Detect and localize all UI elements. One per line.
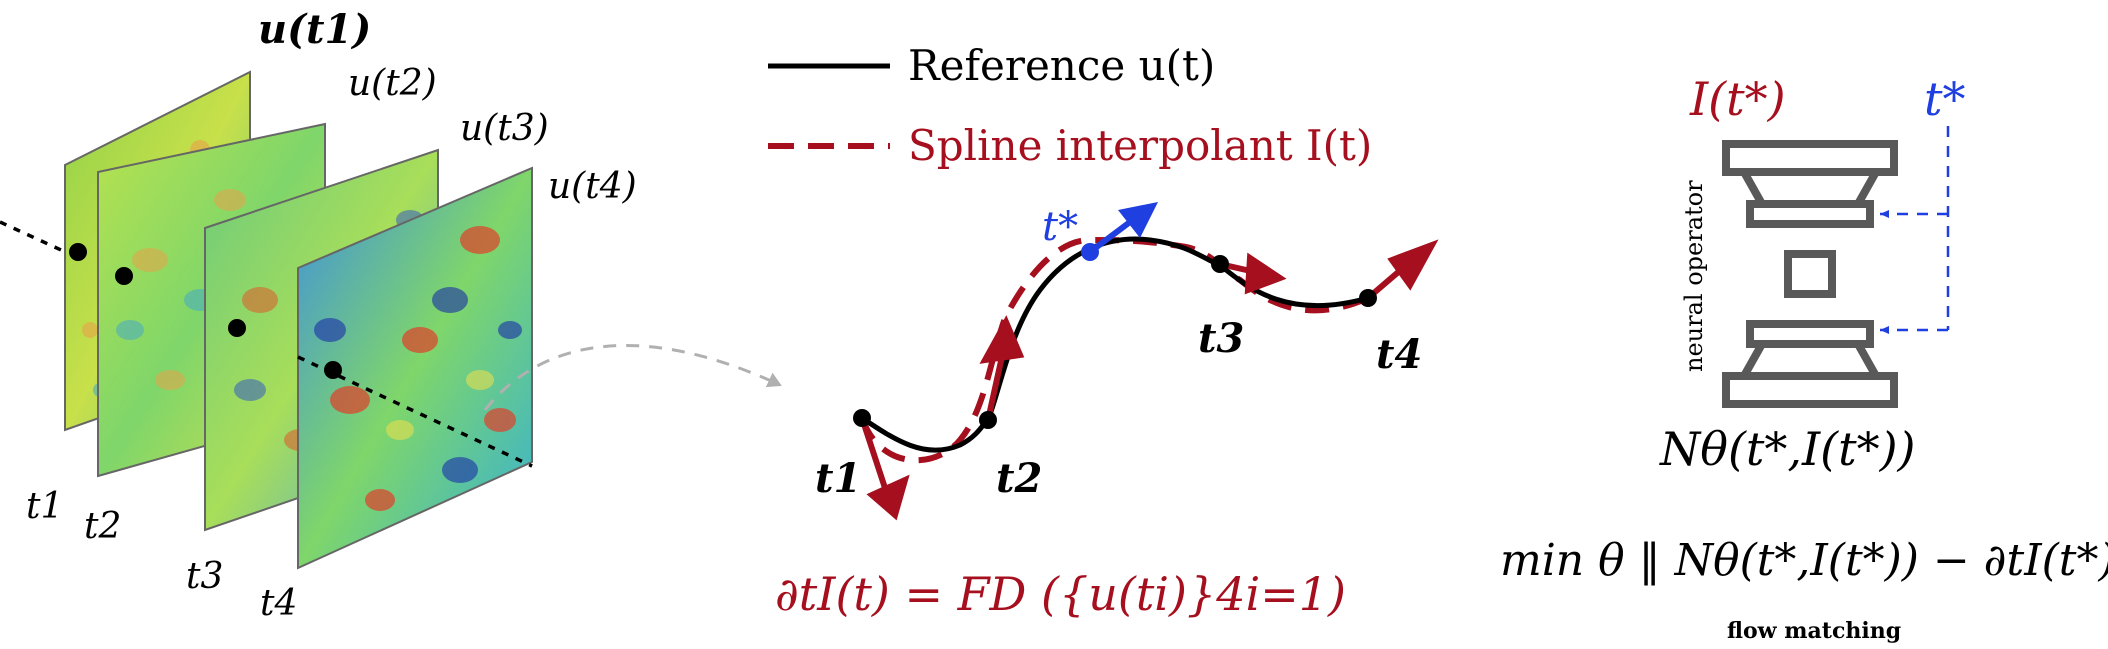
- legend-spline-label: Spline interpolant I(t): [908, 121, 1372, 170]
- frame-4: [297, 166, 533, 570]
- derivative-arrowhead-3: [1244, 252, 1287, 295]
- frame-point-2: [115, 267, 133, 285]
- spline-curve: [859, 236, 1370, 464]
- objective-caption: flow matching: [1727, 618, 1901, 644]
- frame-label-top-3: u(t3): [460, 108, 549, 149]
- reference-curve: [860, 236, 1369, 453]
- frame-label-top-1: u(t1): [258, 6, 371, 53]
- fd-equation: ∂tI(t) = FD ({u(ti)}4i=1): [775, 567, 1346, 621]
- legend-reference-label: Reference u(t): [908, 41, 1215, 90]
- neural-operator: I(t*) t* neural operator Nθ(t*,I(t*)): [1659, 72, 1966, 476]
- flow-matching-objective: min θ ‖ Nθ(t*,I(t*)) − ∂tI(t*)‖2 flow ma…: [1500, 535, 2108, 644]
- derivative-arrow-2: [985, 351, 1006, 421]
- frame-label-top-4: u(t4): [548, 166, 637, 207]
- curve-label-3: t3: [1198, 315, 1244, 362]
- operator-side-tstar: t*: [1924, 72, 1966, 126]
- curve-label-2: t2: [996, 455, 1042, 502]
- operator-input-label: I(t*): [1689, 72, 1786, 126]
- tstar-arrow: [1081, 202, 1158, 261]
- curve-label-4: t4: [1376, 331, 1422, 378]
- legend: Reference u(t) Spline interpolant I(t): [768, 41, 1372, 170]
- frame-label-bottom-3: t3: [186, 556, 223, 597]
- frame-point-4: [324, 361, 342, 379]
- tstar-point: [1081, 243, 1099, 261]
- curve-plot: t* t1 t2 t3 t4: [815, 202, 1439, 521]
- hourglass-network-icon: [1722, 140, 1898, 408]
- curve-point-3: [1211, 255, 1229, 273]
- frame-label-top-2: u(t2): [348, 63, 437, 104]
- derivative-arrowhead-4: [1387, 239, 1439, 291]
- operator-vertical-label: neural operator: [1680, 180, 1708, 372]
- derivative-arrowhead-2: [979, 315, 1025, 364]
- curve-point-2: [979, 411, 997, 429]
- frame-label-bottom-1: t1: [26, 486, 63, 527]
- frame-point-1: [69, 243, 87, 261]
- curve-point-1: [853, 409, 871, 427]
- frame-label-bottom-4: t4: [260, 583, 297, 624]
- frame-point-3: [228, 319, 246, 337]
- flow-arrow: [483, 343, 782, 411]
- frame-stack: u(t1) u(t2) u(t3) u(t4) t1 t2 t3 t4: [0, 6, 637, 624]
- derivative-arrowhead-1: [866, 474, 910, 521]
- tstar-label: t*: [1042, 204, 1078, 250]
- curve-label-1: t1: [815, 455, 861, 502]
- derivative-arrow-1: [859, 417, 888, 489]
- operator-output-label: Nθ(t*,I(t*)): [1659, 422, 1916, 476]
- objective-equation: min θ ‖ Nθ(t*,I(t*)) − ∂tI(t*)‖2: [1500, 535, 2108, 586]
- frame-label-bottom-2: t2: [84, 506, 121, 547]
- curve-point-4: [1359, 289, 1377, 307]
